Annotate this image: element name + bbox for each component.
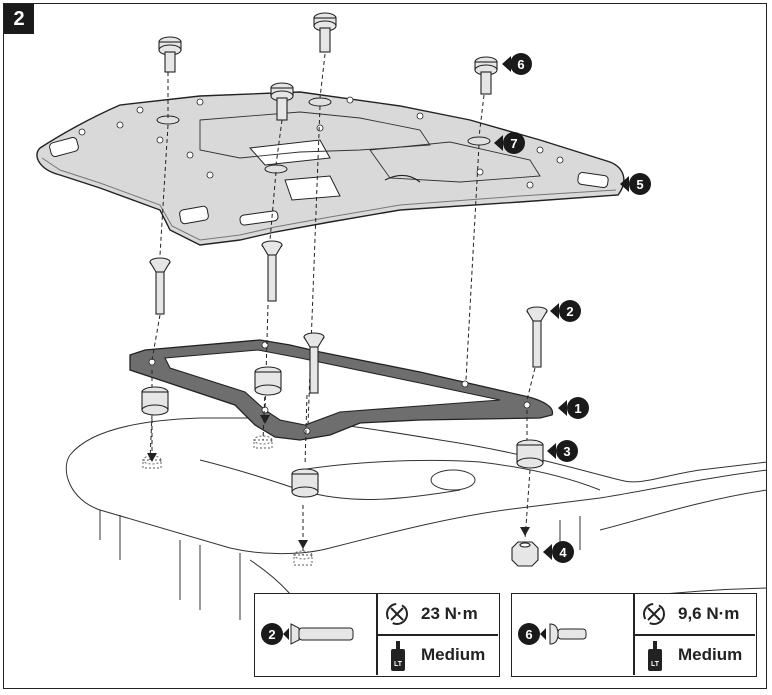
pan-head-screw-icon: 6 (518, 623, 587, 645)
top-screws (158, 12, 498, 121)
callouts: 1 2 3 4 5 6 7 (494, 53, 651, 563)
svg-text:LT: LT (651, 661, 660, 668)
countersunk-screws (149, 240, 548, 394)
threadlock-strength: Medium (421, 645, 486, 664)
motorcycle-rack-outline (65, 417, 768, 641)
svg-text:7: 7 (510, 136, 517, 151)
torque-legend-part-2: 2 23 N·m LT Medium (254, 593, 500, 677)
torque-value: 9,6 N·m (678, 604, 740, 623)
screw-6a (158, 36, 182, 73)
screw-6b (313, 12, 337, 53)
step-number-badge: 2 (4, 4, 34, 34)
threadlocker-bottle-icon: LT (391, 641, 405, 671)
svg-text:2: 2 (566, 304, 573, 319)
svg-text:6: 6 (517, 57, 524, 72)
countersunk-screw-icon: 2 (261, 623, 354, 645)
svg-text:2: 2 (268, 627, 275, 642)
torque-wrench-icon (386, 603, 408, 625)
top-plate-body (36, 91, 625, 246)
step-number: 2 (13, 7, 25, 30)
callout-3: 3 (547, 440, 578, 462)
arrows (147, 415, 530, 549)
callout-6: 6 (502, 53, 532, 75)
spacers (141, 366, 544, 498)
svg-text:LT: LT (394, 661, 403, 668)
threadlock-strength: Medium (678, 645, 743, 664)
screw-6d (474, 56, 498, 95)
screw-6c (270, 82, 294, 121)
callout-4: 4 (543, 541, 574, 563)
torque-wrench-icon (643, 603, 665, 625)
svg-text:4: 4 (559, 545, 567, 560)
callout-7: 7 (494, 132, 525, 154)
callout-2: 2 (550, 300, 581, 322)
svg-text:6: 6 (525, 627, 532, 642)
torque-value: 23 N·m (421, 604, 478, 623)
torque-legend-part-6: 6 9,6 N·m LT Medium (511, 593, 757, 677)
flange-nut (511, 541, 539, 567)
threadlocker-bottle-icon: LT (648, 641, 662, 671)
svg-text:5: 5 (636, 177, 643, 192)
callout-5: 5 (620, 173, 651, 195)
adapter-frame (129, 339, 554, 441)
callout-1: 1 (558, 397, 589, 419)
svg-text:3: 3 (563, 444, 570, 459)
top-plate (36, 91, 625, 246)
svg-text:1: 1 (574, 401, 581, 416)
